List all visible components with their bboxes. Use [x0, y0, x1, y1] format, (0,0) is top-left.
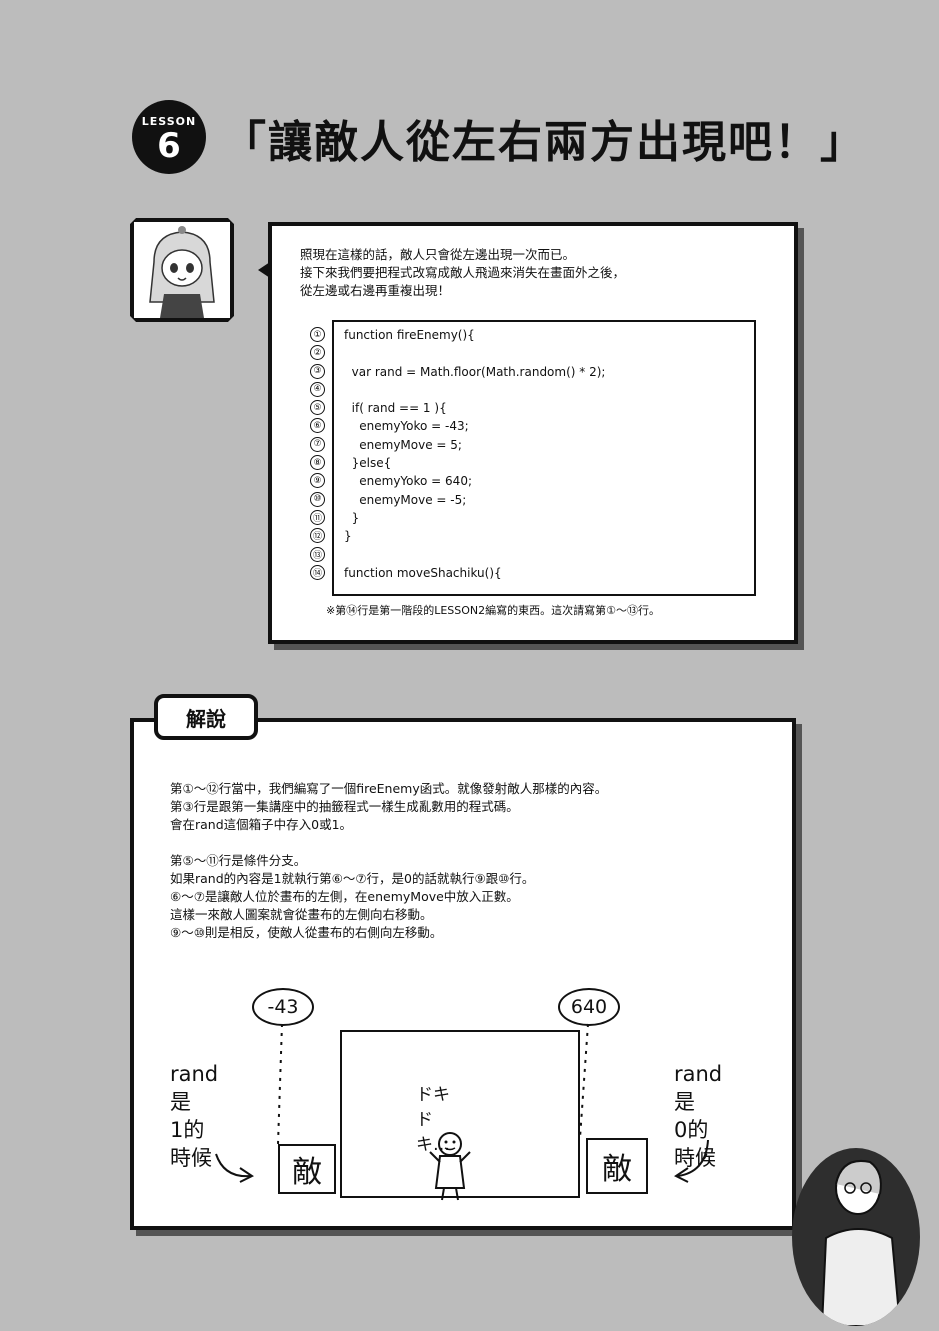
line-number: ⑦	[310, 436, 325, 452]
code-line: enemyMove = -5;	[344, 492, 467, 507]
character-avatar	[130, 218, 234, 322]
code-line: enemyYoko = 640;	[344, 474, 472, 489]
bubble-line: 照現在這樣的話，敵人只會從左邊出現一次而已。	[300, 247, 576, 262]
enemy-left: 敵	[278, 1144, 336, 1194]
explain-line: 第⑤～⑪行是條件分支。	[170, 853, 307, 868]
code-line	[344, 381, 605, 399]
explanation-tab: 解說	[154, 694, 258, 740]
explain-line: 第①～⑫行當中，我們編寫了一個fireEnemy函式。就像發射敵人那樣的內容。	[170, 781, 608, 796]
code-line	[344, 546, 605, 564]
right-value-bubble: 640	[558, 988, 620, 1026]
left-label-line1: rand是	[170, 1062, 219, 1114]
page-title: 「讓敵人從左右兩方出現吧！」	[222, 117, 866, 168]
speech-bubble-tail	[258, 262, 270, 278]
right-label-line1: rand是	[674, 1062, 723, 1114]
code-line: enemyMove = 5;	[344, 437, 462, 452]
bubble-text: 照現在這樣的話，敵人只會從左邊出現一次而已。 接下來我們要把程式改寫成敵人飛過來…	[300, 246, 625, 300]
bubble-line: 從左邊或右邊再重複出現！	[300, 283, 451, 298]
right-label-line2: 0的時候	[674, 1118, 716, 1170]
code-line: var rand = Math.floor(Math.random() * 2)…	[344, 364, 606, 379]
woman-illustration-icon	[820, 1160, 902, 1326]
line-number: ⑩	[310, 491, 325, 507]
code-line: function fireEnemy(){	[344, 328, 475, 342]
code-lines: function fireEnemy(){ var rand = Math.fl…	[344, 326, 605, 582]
code-block	[332, 320, 756, 596]
code-line: }else{	[344, 456, 392, 471]
code-line-numbers: ① ② ③ ④ ⑤ ⑥ ⑦ ⑧ ⑨ ⑩ ⑪ ⑫ ⑬ ⑭	[310, 327, 325, 583]
line-number: ⑭	[310, 564, 325, 580]
enemy-right: 敵	[586, 1138, 648, 1194]
left-value-bubble: -43	[252, 988, 314, 1026]
explain-line: 會在rand這個箱子中存入0或1。	[170, 817, 353, 832]
diagram-lines	[215, 1023, 709, 1201]
line-number: ⑥	[310, 418, 325, 434]
code-line: function moveShachiku(){	[344, 565, 502, 580]
line-number: ①	[310, 327, 325, 342]
explain-line: 如果rand的內容是1就執行第⑥～⑦行，是0的話就執行⑨跟⑩行。	[170, 871, 535, 886]
code-line: enemyYoko = -43;	[344, 419, 469, 434]
left-label-line2: 1的時候	[170, 1118, 212, 1170]
explain-line: 這樣一來敵人圖案就會從畫布的左側向右移動。	[170, 907, 433, 922]
explain-line: ⑥～⑦是讓敵人位於畫布的左側，在enemyMove中放入正數。	[170, 889, 519, 904]
explanation-text: 第①～⑫行當中，我們編寫了一個fireEnemy函式。就像發射敵人那樣的內容。 …	[170, 780, 607, 942]
left-label: rand是 1的時候	[170, 1060, 218, 1172]
line-number: ③	[310, 363, 325, 379]
corner-decoration	[792, 1148, 920, 1326]
line-number: ⑫	[310, 528, 325, 544]
line-number: ②	[310, 345, 325, 361]
code-note: ※第⑭行是第一階段的LESSON2編寫的東西。這次請寫第①～⑬行。	[326, 604, 661, 617]
line-number: ④	[310, 381, 325, 397]
line-number: ⑨	[310, 473, 325, 489]
line-number: ⑬	[310, 546, 325, 562]
game-canvas-rect	[340, 1030, 580, 1198]
lesson-word: LESSON	[141, 114, 197, 128]
explain-line: ⑨～⑩則是相反，使敵人從畫布的右側向左移動。	[170, 925, 443, 940]
lesson-badge: LESSON 6	[132, 100, 206, 174]
code-line: }	[344, 529, 352, 544]
speech-bubble: 照現在這樣的話，敵人只會從左邊出現一次而已。 接下來我們要把程式改寫成敵人飛過來…	[268, 222, 798, 644]
code-line: }	[344, 510, 360, 525]
girl-illustration-icon	[134, 222, 230, 318]
bubble-line: 接下來我們要把程式改寫成敵人飛過來消失在畫面外之後，	[300, 265, 626, 280]
lesson-number: 6	[157, 125, 181, 166]
right-label: rand是 0的時候	[674, 1060, 722, 1172]
code-line: if( rand == 1 ){	[344, 401, 447, 416]
explanation-panel: 第①～⑫行當中，我們編寫了一個fireEnemy函式。就像發射敵人那樣的內容。 …	[130, 718, 796, 1230]
code-line	[344, 344, 605, 362]
line-number: ⑤	[310, 400, 325, 416]
line-number: ⑪	[310, 509, 325, 525]
explain-line: 第③行是跟第一集講座中的抽籤程式一樣生成亂數用的程式碼。	[170, 799, 519, 814]
line-number: ⑧	[310, 455, 325, 471]
center-text: ドキドキ…	[416, 1085, 450, 1155]
